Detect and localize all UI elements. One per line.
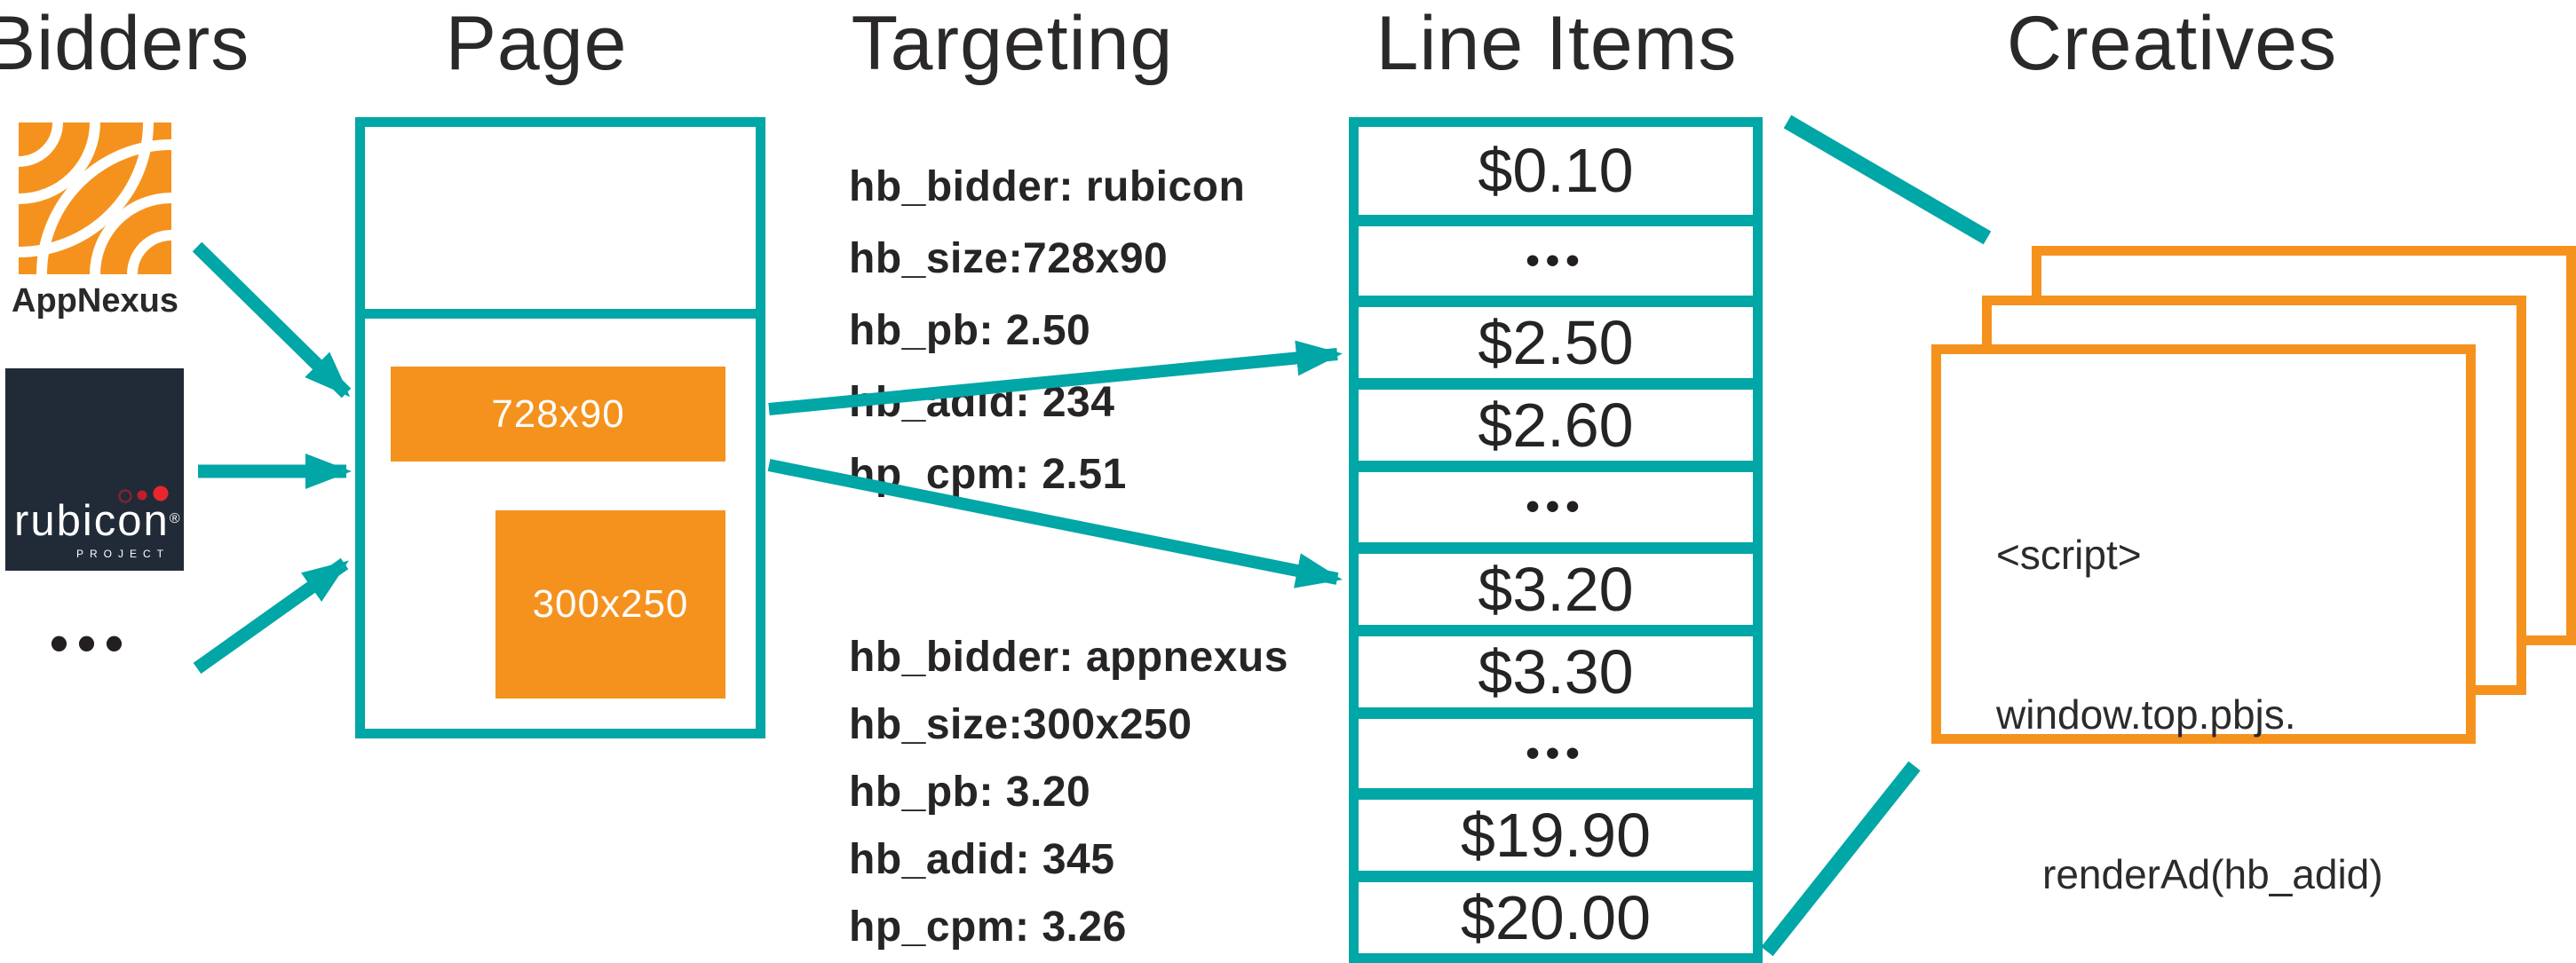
creative-card-front: <script> window.top.pbjs. renderAd(hb_ad… xyxy=(1931,344,2476,897)
row-separator xyxy=(1359,541,1753,554)
row-separator xyxy=(1359,624,1753,636)
line-item-row: $2.50 xyxy=(1359,307,1753,379)
targeting-line: hb_bidder: rubicon xyxy=(849,163,1246,210)
column-title-page: Page xyxy=(445,1,628,86)
targeting-block-rubicon: hb_bidder: rubicon hb_size:728x90 hb_pb:… xyxy=(849,151,1245,510)
script-line: <script> xyxy=(1996,532,2142,578)
targeting-line: hb_size:300x250 xyxy=(849,701,1193,748)
script-line: window.top.pbjs. xyxy=(1996,691,2296,738)
targeting-line: hb_adid: 345 xyxy=(849,836,1115,883)
appnexus-label: AppNexus xyxy=(12,282,178,320)
targeting-line: hp_cpm: 2.51 xyxy=(849,451,1127,498)
column-title-line-items: Line Items xyxy=(1375,1,1738,86)
rubicon-logo: rubicon® PROJECT xyxy=(5,368,184,571)
creative-script-code: <script> window.top.pbjs. renderAd(hb_ad… xyxy=(1996,422,2383,963)
line-item-row-ellipsis: ••• xyxy=(1359,718,1753,788)
row-separator xyxy=(1359,871,1753,882)
ad-slot-300x250: 300x250 xyxy=(495,510,725,699)
more-bidders-ellipsis: ••• xyxy=(50,613,133,673)
line-item-row: $3.20 xyxy=(1359,553,1753,625)
rubicon-wordmark: rubicon® xyxy=(14,497,182,545)
targeting-line: hp_cpm: 3.26 xyxy=(849,904,1127,951)
row-separator xyxy=(1359,788,1753,800)
line-item-row-ellipsis: ••• xyxy=(1359,472,1753,542)
row-separator xyxy=(1359,214,1753,226)
line-item-row-ellipsis: ••• xyxy=(1359,225,1753,296)
targeting-line: hb_pb: 2.50 xyxy=(849,307,1091,354)
arrow-morebidders-to-page xyxy=(193,557,349,675)
line-item-row: $20.00 xyxy=(1359,882,1753,953)
line-item-row: $19.90 xyxy=(1359,800,1753,871)
line-item-row: $0.10 xyxy=(1359,127,1753,215)
column-title-bidders: Bidders xyxy=(0,1,250,86)
line-item-row: $3.30 xyxy=(1359,635,1753,707)
targeting-line: hb_adid: 234 xyxy=(849,379,1115,426)
appnexus-logo-icon xyxy=(19,122,171,274)
arrow-appnexus-to-page xyxy=(192,241,352,399)
connector-table-bottom-to-creatives xyxy=(1761,761,1921,957)
line-items-table: $0.10 ••• $2.50 $2.60 ••• $3.20 $3.30 ••… xyxy=(1349,117,1763,963)
rubicon-dots-icon xyxy=(118,485,169,503)
column-title-creatives: Creatives xyxy=(2006,1,2338,86)
ad-slot-728x90: 728x90 xyxy=(391,367,725,462)
row-separator xyxy=(1359,461,1753,473)
ad-slot-300x250-label: 300x250 xyxy=(532,582,689,626)
targeting-line: hb_pb: 3.20 xyxy=(849,769,1091,816)
targeting-line: hb_size:728x90 xyxy=(849,235,1169,282)
page-header-divider xyxy=(365,309,756,319)
registered-mark: ® xyxy=(169,511,182,526)
connector-table-top-to-creatives xyxy=(1783,114,1992,245)
row-separator xyxy=(1359,378,1753,391)
row-separator xyxy=(1359,296,1753,308)
targeting-block-appnexus: hb_bidder: appnexus hb_size:300x250 hb_p… xyxy=(849,624,1288,961)
row-separator xyxy=(1359,706,1753,719)
ad-slot-728x90-label: 728x90 xyxy=(491,391,625,436)
column-title-targeting: Targeting xyxy=(851,1,1174,86)
line-item-row: $2.60 xyxy=(1359,390,1753,462)
script-line: renderAd(hb_adid) xyxy=(2042,851,2383,897)
rubicon-project-label: PROJECT xyxy=(75,548,170,560)
targeting-line: hb_bidder: appnexus xyxy=(849,634,1288,681)
